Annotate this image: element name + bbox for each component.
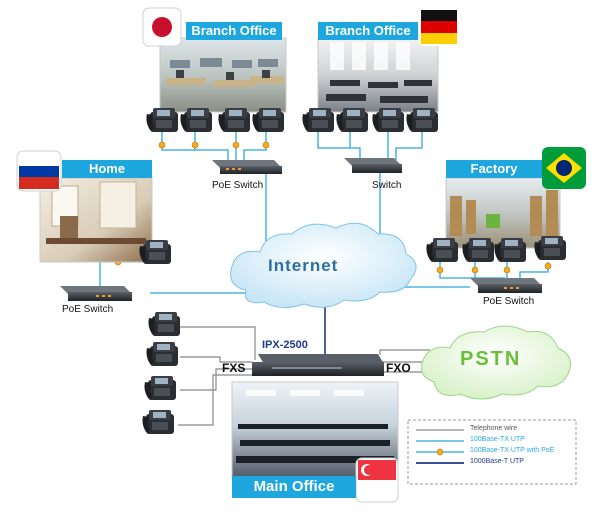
japan-flag xyxy=(142,7,182,47)
site-title-factory: Factory xyxy=(446,160,542,178)
branch-office-japan-photo xyxy=(159,37,287,113)
label-poe-switch-top: PoE Switch xyxy=(212,180,264,191)
site-title-branch-germany: Branch Office xyxy=(318,22,418,40)
factory-photo xyxy=(445,177,561,249)
legend-poe-dot xyxy=(436,448,444,456)
site-title-branch-japan: Branch Office xyxy=(186,22,282,40)
poe-switch-top-device xyxy=(212,160,282,174)
home-photo xyxy=(39,177,153,263)
poe-switch-factory-device xyxy=(470,278,542,293)
internet-label: Internet xyxy=(268,256,339,275)
germany-flag xyxy=(419,8,459,46)
label-poe-switch-home: PoE Switch xyxy=(62,304,114,315)
label-ipx-2500: IPX-2500 xyxy=(262,339,308,351)
branch-office-germany-photo xyxy=(317,37,439,113)
site-title-main-office: Main Office xyxy=(232,476,356,498)
site-title-home: Home xyxy=(62,160,152,178)
brazil-flag xyxy=(542,147,586,189)
legend-label-utp: 100Base-TX UTP xyxy=(470,436,525,443)
russia-flag xyxy=(16,150,62,192)
singapore-flag xyxy=(355,457,399,503)
legend-label-poe: 100Base-TX UTP with PoE xyxy=(470,447,555,454)
fxs-label: FXS xyxy=(222,361,246,375)
switch-top-device xyxy=(344,158,402,173)
label-poe-switch-factory: PoE Switch xyxy=(483,296,535,307)
legend-label-gigabit: 1000Base-T UTP xyxy=(470,458,524,465)
internet-cloud xyxy=(230,222,417,308)
ipx-2500-device xyxy=(252,354,384,376)
poe-switch-home-device xyxy=(60,286,132,301)
label-switch-top: Switch xyxy=(372,180,402,191)
legend-box xyxy=(407,419,577,485)
pstn-label: PSTN xyxy=(460,348,522,370)
analog-phones-fxs xyxy=(142,312,180,434)
fxo-label: FXO xyxy=(386,361,411,375)
pstn-cloud xyxy=(421,325,571,400)
legend-label-telephone: Telephone wire xyxy=(470,425,518,432)
